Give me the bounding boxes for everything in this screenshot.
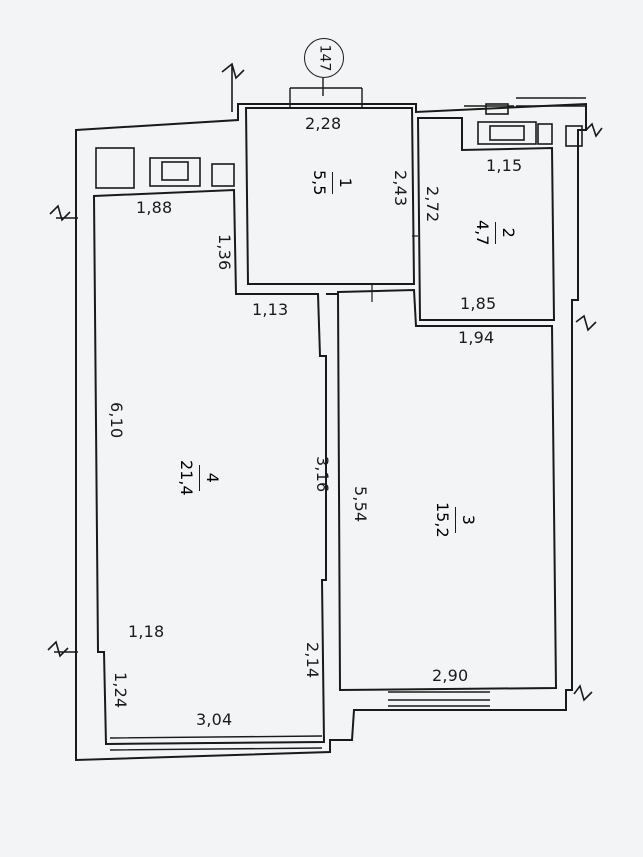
- room-4-walls: [92, 188, 327, 746]
- window-top-right: [464, 97, 586, 107]
- break-mark-right-bottom: [573, 684, 593, 702]
- room-1-area: 5,5: [310, 170, 329, 196]
- dim-6-10: 6,10: [107, 402, 126, 439]
- dim-3-16: 3,16: [313, 456, 332, 493]
- dim-1-85: 1,85: [460, 294, 497, 313]
- fixture-bath: [477, 121, 537, 145]
- dim-3-04: 3,04: [196, 710, 233, 729]
- fixture-bath-inner: [489, 125, 525, 141]
- plan-number-badge: 147: [304, 38, 344, 78]
- break-mark-right-mid: [575, 314, 597, 332]
- room-4-label: 4 21,4: [177, 460, 222, 496]
- dim-1-13: 1,13: [252, 300, 289, 319]
- dim-2-90: 2,90: [432, 666, 469, 685]
- room-3-number: 3: [459, 514, 478, 525]
- room-3-area: 15,2: [433, 502, 452, 538]
- fixture-sink-inner: [161, 161, 189, 181]
- room-4-divider: [199, 464, 200, 491]
- break-mark-right-top: [585, 122, 603, 138]
- room-3-walls: [336, 288, 558, 692]
- window-bottom-right: [388, 691, 490, 707]
- fixture-sink: [149, 157, 201, 187]
- dim-1-88: 1,88: [136, 198, 173, 217]
- room-3-divider: [455, 506, 456, 533]
- room-2-walls: [416, 117, 556, 321]
- window-top: [289, 87, 363, 108]
- break-mark-top: [221, 62, 245, 112]
- room-1-number: 1: [336, 177, 355, 188]
- fixture-stove: [95, 147, 135, 189]
- plan-number-text: 147: [315, 44, 332, 72]
- window-bottom-left: [109, 735, 323, 751]
- dim-1-15: 1,15: [486, 156, 523, 175]
- room-4-number: 4: [203, 472, 222, 483]
- dim-2-28: 2,28: [305, 114, 342, 133]
- fixture-small: [211, 163, 235, 187]
- outer-wall-outer: [75, 102, 587, 762]
- room-1-walls: [244, 107, 416, 285]
- dim-1-36: 1,36: [215, 234, 234, 271]
- room-2-number: 2: [499, 227, 518, 238]
- room-2-divider: [495, 221, 496, 244]
- room-3-label: 3 15,2: [433, 502, 478, 538]
- dim-2-72: 2,72: [423, 186, 442, 223]
- room-2-area: 4,7: [473, 220, 492, 246]
- room-1-divider: [332, 171, 333, 194]
- dim-2-43: 2,43: [391, 170, 410, 207]
- fixture-wc: [537, 123, 553, 145]
- fixture-vent: [485, 103, 509, 115]
- dim-1-94: 1,94: [458, 328, 495, 347]
- fixture-riser: [565, 125, 583, 147]
- break-mark-left-bottom: [47, 640, 78, 658]
- room-2-label: 2 4,7: [473, 220, 518, 245]
- dim-2-14: 2,14: [303, 642, 322, 679]
- break-mark-left-top: [49, 204, 78, 222]
- room-1-label: 1 5,5: [310, 170, 355, 195]
- dim-5-54: 5,54: [351, 486, 370, 523]
- room-4-area: 21,4: [177, 460, 196, 496]
- dim-1-18: 1,18: [128, 622, 165, 641]
- dim-1-24: 1,24: [111, 672, 130, 709]
